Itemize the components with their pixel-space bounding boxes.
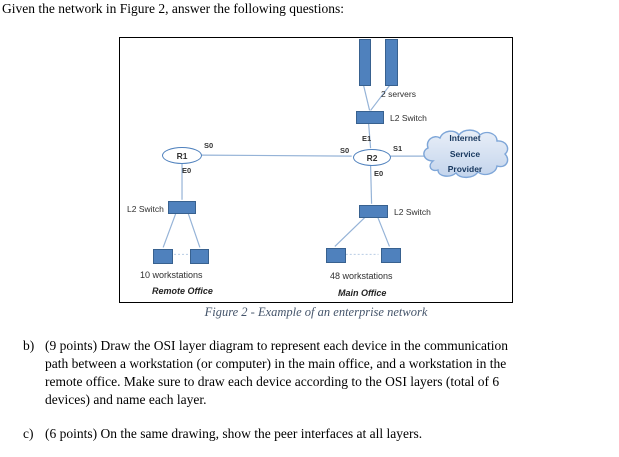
figure-2-network-diagram: 2 servers L2 Switch E1 R1 S0 E0 R2 S0 S1… xyxy=(119,37,513,303)
cloud-shape xyxy=(423,129,509,179)
router-r2: R2 xyxy=(353,149,391,166)
server-1 xyxy=(359,39,371,86)
switch-top-label: L2 Switch xyxy=(390,113,427,123)
switch-right-label: L2 Switch xyxy=(394,207,431,217)
question-b-label: b) xyxy=(23,338,35,353)
question-b-text: (9 points) Draw the OSI layer diagram to… xyxy=(45,338,508,407)
r2-s0-label: S0 xyxy=(340,146,350,155)
switch-top xyxy=(356,111,384,124)
isp-line-3: Provider xyxy=(447,164,483,174)
question-c: c) (6 points) On the same drawing, show … xyxy=(23,425,515,443)
router-r1: R1 xyxy=(162,147,202,164)
workstation-right-1 xyxy=(326,248,346,263)
isp-cloud-label: Internet Service Provider xyxy=(417,132,513,176)
remote-office-label: Remote Office xyxy=(152,286,213,296)
question-c-label: c) xyxy=(23,426,34,441)
switch-right xyxy=(359,205,388,218)
main-office-label: Main Office xyxy=(338,288,387,298)
r2-e0-label: E0 xyxy=(374,169,384,178)
server-2 xyxy=(385,39,398,86)
question-b: b) (9 points) Draw the OSI layer diagram… xyxy=(23,337,515,409)
servers-label: 2 servers xyxy=(381,89,416,99)
r1-s0-label: S0 xyxy=(204,141,214,150)
connector-lines xyxy=(162,85,427,255)
figure-caption: Figure 2 - Example of an enterprise netw… xyxy=(204,305,428,319)
isp-cloud xyxy=(417,126,513,182)
switch-left xyxy=(168,201,196,214)
question-c-text: (6 points) On the same drawing, show the… xyxy=(45,426,423,441)
workstation-left-2 xyxy=(190,249,209,264)
right-workstations-label: 48 workstations xyxy=(330,271,393,281)
isp-line-1: Internet xyxy=(449,133,481,143)
router-r1-name: R1 xyxy=(176,150,188,161)
intro-text: Given the network in Figure 2, answer th… xyxy=(2,1,344,16)
switch-left-label: L2 Switch xyxy=(127,204,164,214)
isp-line-2: Service xyxy=(449,148,481,159)
workstation-right-2 xyxy=(381,248,401,263)
workstation-left-1 xyxy=(153,249,173,264)
router-r2-name: R2 xyxy=(366,152,378,163)
r1-e0-label: E0 xyxy=(182,166,192,175)
r2-s1-label: S1 xyxy=(393,144,403,153)
r2-e1-label: E1 xyxy=(362,134,372,143)
left-workstations-label: 10 workstations xyxy=(140,270,203,280)
